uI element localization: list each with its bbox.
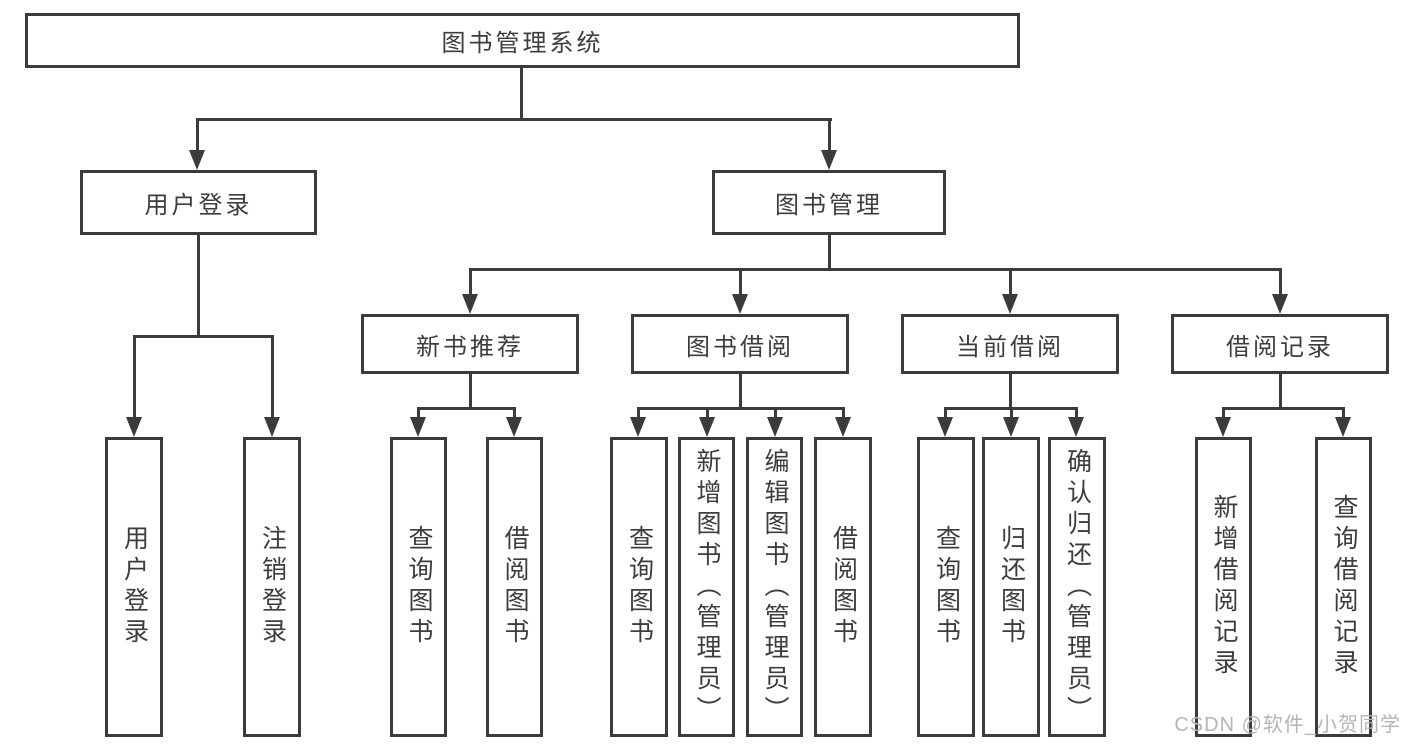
leaf-label: 归还图书 <box>997 525 1026 649</box>
arrowhead-icon <box>821 150 837 170</box>
connector-line <box>469 268 1281 271</box>
node-borrowing-records: 借阅记录 <box>1171 314 1389 374</box>
connector-line <box>469 374 472 410</box>
leaf-confirm-return-admin: 确认归还（管理员） <box>1048 437 1106 737</box>
node-label: 图书管理系统 <box>441 30 604 57</box>
node-label: 新书推荐 <box>416 333 524 361</box>
connector-line <box>133 335 136 419</box>
node-label: 图书管理 <box>775 192 883 219</box>
connector-line <box>1342 407 1345 419</box>
connector-line <box>1009 374 1012 410</box>
connector-line <box>1222 407 1344 410</box>
connector-line <box>197 235 200 338</box>
connector-line <box>739 374 742 410</box>
node-new-book-recommend: 新书推荐 <box>361 314 579 374</box>
connector-line <box>1009 268 1012 296</box>
node-label: 用户登录 <box>144 192 253 219</box>
leaf-query-books-current: 查询图书 <box>917 437 975 737</box>
connector-line <box>417 407 420 419</box>
leaf-borrow-books: 借阅图书 <box>814 437 872 737</box>
leaf-query-books-recommend: 查询图书 <box>390 437 447 737</box>
arrowhead-icon <box>1335 417 1351 437</box>
leaf-label: 用户登录 <box>120 525 149 649</box>
connector-line <box>520 68 523 121</box>
leaf-label: 确认归还（管理员） <box>1063 447 1092 727</box>
connector-line <box>1075 407 1078 419</box>
arrowhead-icon <box>937 417 953 437</box>
leaf-query-borrow-record: 查询借阅记录 <box>1315 437 1372 737</box>
arrowhead-icon <box>1002 294 1018 314</box>
connector-line <box>828 235 831 271</box>
connector-line <box>637 407 844 410</box>
node-label: 图书借阅 <box>686 333 794 361</box>
node-current-borrowing: 当前借阅 <box>901 314 1119 374</box>
arrowhead-icon <box>699 417 715 437</box>
arrowhead-icon <box>1003 417 1019 437</box>
arrowhead-icon <box>767 417 783 437</box>
node-user-login: 用户登录 <box>80 170 317 235</box>
connector-line <box>828 118 831 152</box>
arrowhead-icon <box>506 417 522 437</box>
leaf-logout: 注销登录 <box>243 437 301 737</box>
arrowhead-icon <box>1272 294 1288 314</box>
connector-line <box>469 268 472 296</box>
leaf-borrow-books-recommend: 借阅图书 <box>486 437 543 737</box>
connector-line <box>196 118 832 121</box>
arrowhead-icon <box>1068 417 1084 437</box>
connector-line <box>513 407 516 419</box>
leaf-user-login: 用户登录 <box>105 437 163 737</box>
connector-line <box>842 407 845 419</box>
arrowhead-icon <box>410 417 426 437</box>
leaf-label: 查询图书 <box>405 525 433 649</box>
arrowhead-icon <box>835 417 851 437</box>
leaf-label: 编辑图书（管理员） <box>761 447 789 727</box>
leaf-label: 借阅图书 <box>829 525 858 649</box>
connector-line <box>1279 374 1282 410</box>
leaf-edit-books-admin: 编辑图书（管理员） <box>746 437 803 737</box>
watermark: CSDN @软件_小贺同学 <box>1174 714 1401 736</box>
leaf-query-books-borrowing: 查询图书 <box>610 437 668 737</box>
node-label: 借阅记录 <box>1226 333 1334 361</box>
leaf-label: 注销登录 <box>258 525 287 649</box>
node-library-system: 图书管理系统 <box>25 13 1020 68</box>
leaf-label: 新增借阅记录 <box>1210 494 1238 680</box>
node-book-borrowing: 图书借阅 <box>631 314 849 374</box>
arrowhead-icon <box>462 294 478 314</box>
connector-line <box>944 407 947 419</box>
leaf-label: 新增图书（管理员） <box>693 447 721 727</box>
node-book-management: 图书管理 <box>712 170 946 235</box>
leaf-return-books: 归还图书 <box>982 437 1040 737</box>
leaf-label: 查询图书 <box>625 525 654 649</box>
arrowhead-icon <box>732 294 748 314</box>
leaf-add-borrow-record: 新增借阅记录 <box>1195 437 1252 737</box>
connector-line <box>417 407 516 410</box>
connector-line <box>133 335 274 338</box>
connector-line <box>1279 268 1282 296</box>
connector-line <box>1010 407 1013 419</box>
arrowhead-icon <box>630 417 646 437</box>
leaf-label: 查询借阅记录 <box>1330 494 1358 680</box>
arrowhead-icon <box>264 417 280 437</box>
connector-line <box>774 407 777 419</box>
connector-line <box>271 335 274 419</box>
connector-line <box>1222 407 1225 419</box>
arrowhead-icon <box>189 150 205 170</box>
connector-line <box>196 118 199 152</box>
leaf-label: 查询图书 <box>932 525 961 649</box>
leaf-add-books-admin: 新增图书（管理员） <box>678 437 735 737</box>
connector-line <box>739 268 742 296</box>
arrowhead-icon <box>1215 417 1231 437</box>
connector-line <box>706 407 709 419</box>
arrowhead-icon <box>126 417 142 437</box>
node-label: 当前借阅 <box>956 333 1064 361</box>
connector-line <box>637 407 640 419</box>
leaf-label: 借阅图书 <box>501 525 529 649</box>
